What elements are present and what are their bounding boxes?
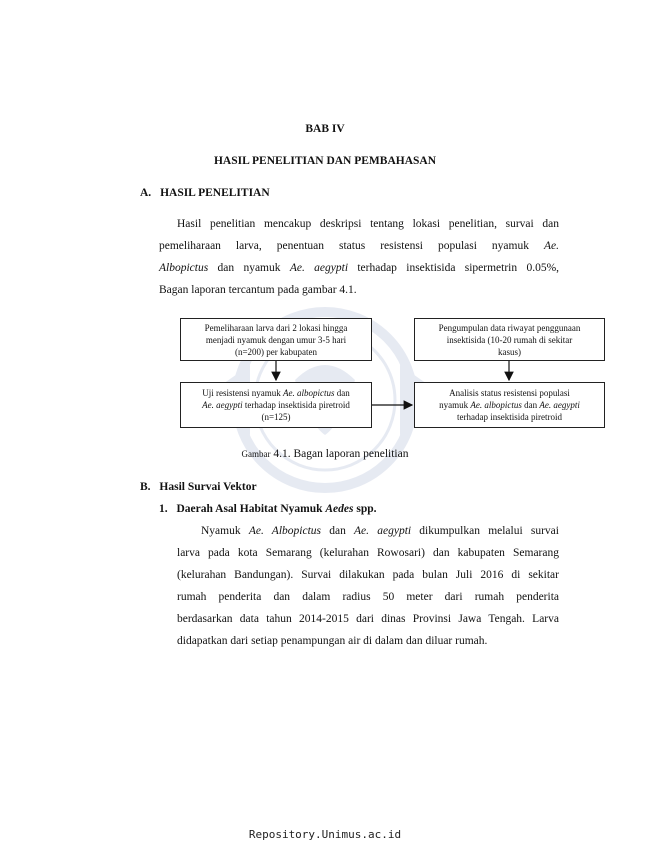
diagram-box-data-collection: Pengumpulan data riwayat penggunaan inse… — [414, 318, 605, 361]
subsection-b1-title-a: Daerah Asal Habitat Nyamuk — [176, 503, 323, 515]
intro-line-1: Hasil penelitian mencakup deskripsi tent… — [177, 218, 559, 230]
body-paragraph: Nyamuk Ae. Albopictus dan Ae. aegypti di… — [177, 520, 559, 652]
body-line-1-italic-2: Ae. aegypti — [354, 525, 412, 537]
section-a-heading: A. HASIL PENELITIAN — [140, 187, 270, 199]
box3-line-1-text-a: Uji resistensi nyamuk — [202, 388, 281, 398]
chapter-title: HASIL PENELITIAN DAN PEMBAHASAN — [213, 155, 437, 167]
box4-line-2-italic-2: Ae. aegypti — [539, 400, 580, 410]
intro-line-4: Bagan laporan tercantum pada gambar 4.1. — [159, 284, 357, 296]
diagram-box-larva-rearing: Pemeliharaan larva dari 2 lokasi hingga … — [180, 318, 372, 361]
body-line-1-italic-1: Ae. Albopictus — [248, 525, 322, 537]
box2-line-1: Pengumpulan data riwayat penggunaan — [438, 322, 581, 333]
body-line-4: rumah penderita dan dalam radius 50 mete… — [177, 591, 559, 603]
body-line-6: didapatkan dari setiap penampungan air d… — [177, 635, 488, 647]
diagram-box-resistance-analysis: Analisis status resistensi populasi nyam… — [414, 382, 605, 428]
box4-line-2-text-a: nyamuk — [439, 400, 469, 410]
subsection-b1-title-b: spp. — [356, 503, 377, 515]
body-line-3: (kelurahan Bandungan). Survai dilakukan … — [177, 569, 559, 581]
subsection-b1-label: 1. — [159, 503, 168, 515]
body-line-1-text-a: Nyamuk — [201, 525, 241, 537]
figure-caption: Gambar 4.1. Bagan laporan penelitian — [0, 448, 650, 460]
box3-line-3: (n=125) — [261, 412, 291, 422]
box1-line-3: (n=200) per kabupaten — [234, 346, 318, 357]
box1-line-2: menjadi nyamuk dengan umur 3-5 hari — [205, 334, 347, 345]
section-b-title: Hasil Survai Vektor — [159, 481, 257, 493]
section-b-label: B. — [140, 481, 151, 493]
intro-line-2-italic: Ae. — [544, 240, 560, 252]
section-a-title: HASIL PENELITIAN — [160, 187, 270, 199]
box2-line-2: insektisida (10-20 rumah di sekitar — [446, 334, 573, 345]
intro-line-3-text-b: terhadap insektisida sipermetrin 0.05%, — [357, 262, 560, 274]
chapter-number: BAB IV — [305, 123, 345, 135]
intro-line-3-italic-1: Albopictus — [159, 262, 209, 274]
repository-footer: Repository.Unimus.ac.id — [248, 828, 402, 841]
body-line-1-text-b: dan — [329, 525, 346, 537]
intro-line-2: pemeliharaan larva, penentuan status res… — [159, 235, 559, 257]
box3-line-2: Ae. aegypti terhadap insektisida piretro… — [187, 399, 365, 411]
figure-caption-prefix: Gambar — [241, 449, 271, 459]
box4-line-2-italic-1: Ae. albopictus — [470, 400, 522, 410]
box4-line-2: nyamuk Ae. albopictus dan Ae. aegypti — [421, 399, 598, 411]
box4-line-2-text-b: dan — [524, 400, 538, 410]
intro-paragraph: Hasil penelitian mencakup deskripsi tent… — [159, 213, 559, 301]
box3-line-2-italic: Ae. aegypti — [202, 400, 243, 410]
diagram-box-resistance-test: Uji resistensi nyamuk Ae. albopictus dan… — [180, 382, 372, 428]
subsection-b1-title-italic: Aedes — [325, 503, 354, 515]
box4-line-3: terhadap insektisida piretroid — [457, 412, 562, 422]
intro-line-3: Albopictus dan nyamuk Ae. aegypti terhad… — [159, 257, 559, 279]
body-line-1: Nyamuk Ae. Albopictus dan Ae. aegypti di… — [177, 520, 559, 542]
body-line-2: larva pada kota Semarang (kelurahan Rowo… — [177, 547, 559, 559]
box4-line-1: Analisis status resistensi populasi — [449, 388, 570, 398]
box1-line-1: Pemeliharaan larva dari 2 lokasi hingga — [204, 322, 348, 333]
box3-line-2-text: terhadap insektisida piretroid — [244, 400, 350, 410]
section-a-label: A. — [140, 187, 152, 199]
body-line-1-text-c: dikumpulkan melalui survai — [419, 525, 559, 537]
box3-line-1-text-b: dan — [336, 388, 350, 398]
figure-caption-text: 4.1. Bagan laporan penelitian — [273, 448, 409, 460]
body-line-5: berdasarkan data tahun 2014-2015 dari di… — [177, 613, 559, 625]
box2-line-3: kasus) — [498, 346, 521, 357]
box3-line-1-italic: Ae. albopictus — [283, 388, 335, 398]
section-b-heading: B. Hasil Survai Vektor — [140, 481, 257, 493]
intro-line-3-italic-2: Ae. aegypti — [289, 262, 349, 274]
intro-line-3-text-a: dan nyamuk — [217, 262, 281, 274]
box3-line-1: Uji resistensi nyamuk Ae. albopictus dan — [187, 387, 365, 399]
subsection-b1-heading: 1. Daerah Asal Habitat Nyamuk Aedes spp. — [159, 503, 377, 515]
intro-line-2-text: pemeliharaan larva, penentuan status res… — [159, 240, 529, 252]
